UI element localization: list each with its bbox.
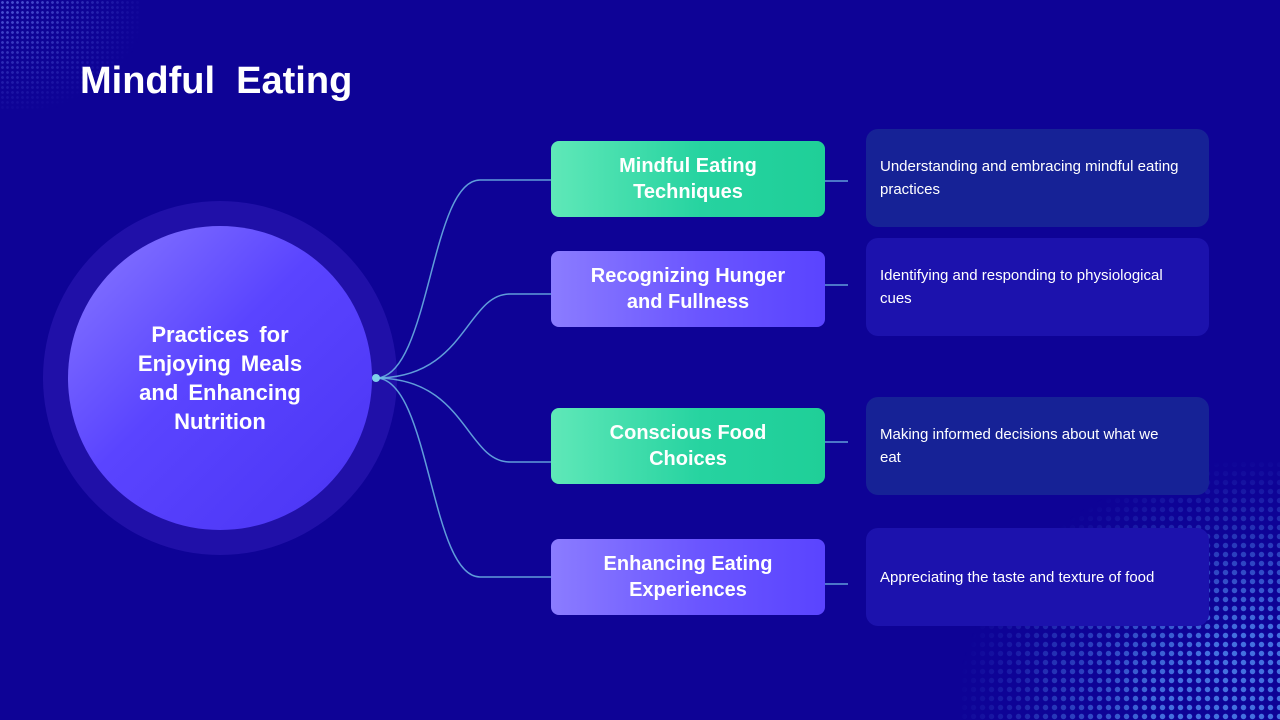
slide-title: Mindful Eating: [80, 60, 353, 102]
description-box-3: Making informed decisions about what we …: [866, 397, 1209, 495]
description-text: Understanding and embracing mindful eati…: [880, 158, 1179, 198]
description-text: Appreciating the taste and texture of fo…: [880, 568, 1155, 586]
connector-1: [375, 179, 551, 379]
node-label: Enhancing Eating Experiences: [603, 553, 773, 601]
node-label: Recognizing Hunger and Fullness: [590, 265, 786, 313]
node-mindful-eating-techniques: Mindful Eating Techniques: [551, 141, 825, 217]
description-box-4: Appreciating the taste and texture of fo…: [866, 528, 1209, 626]
hub-circle: Practices for Enjoying Meals and Enhanci…: [68, 226, 372, 530]
decorative-dots-top-left: [0, 0, 140, 110]
connector-2: [375, 293, 551, 379]
node-enhancing-eating-experiences: Enhancing Eating Experiences: [551, 539, 825, 615]
node-label: Conscious Food Choices: [609, 422, 767, 470]
connector-3: [375, 377, 551, 463]
description-box-2: Identifying and responding to physiologi…: [866, 238, 1209, 336]
node-recognizing-hunger: Recognizing Hunger and Fullness: [551, 251, 825, 327]
description-box-1: Understanding and embracing mindful eati…: [866, 129, 1209, 227]
node-conscious-food-choices: Conscious Food Choices: [551, 408, 825, 484]
hub-anchor-dot: [372, 374, 380, 382]
connector-4: [375, 377, 551, 578]
node-label: Mindful Eating Techniques: [619, 155, 757, 203]
description-text: Identifying and responding to physiologi…: [880, 267, 1163, 307]
description-text: Making informed decisions about what we …: [880, 426, 1159, 466]
hub-label: Practices for Enjoying Meals and Enhanci…: [137, 322, 303, 434]
